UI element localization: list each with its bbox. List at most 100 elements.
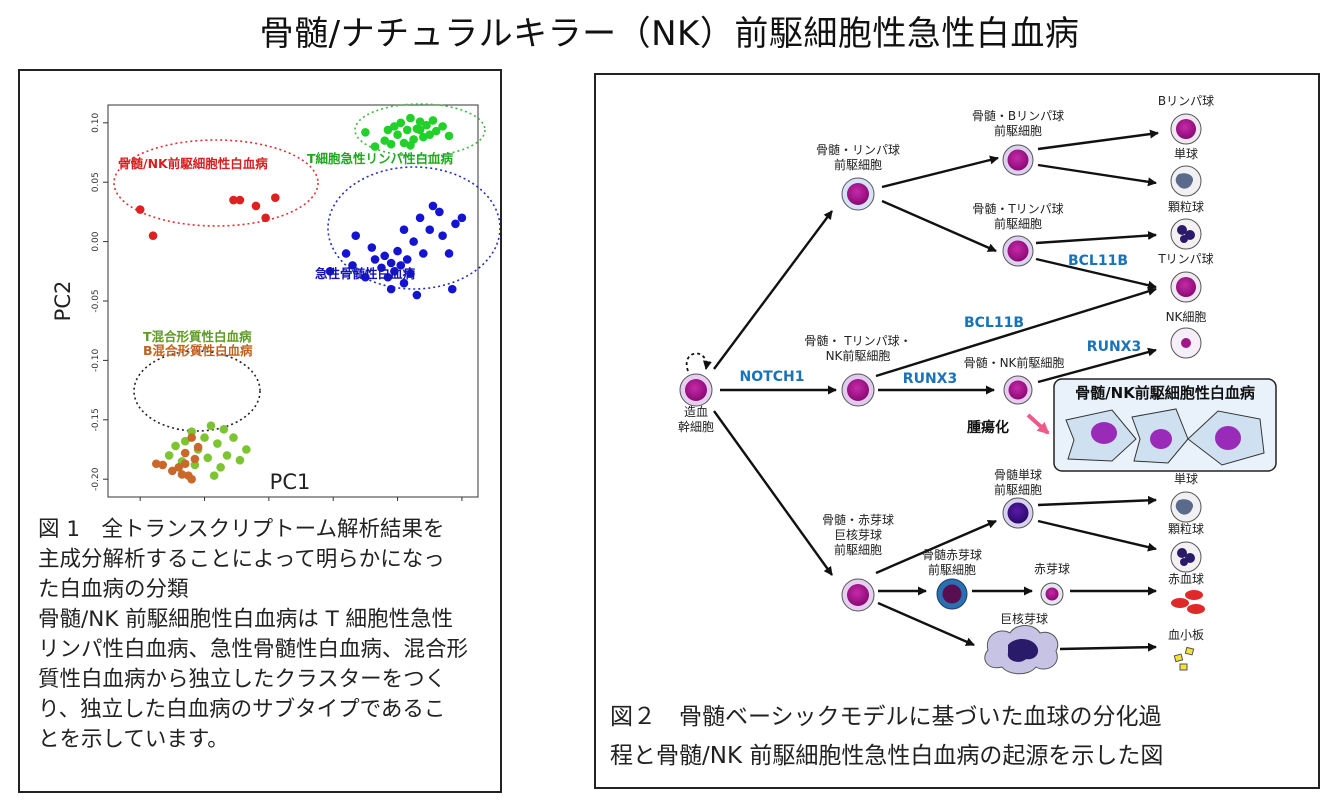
scatter-point — [399, 278, 409, 288]
cell-label-plt: 血小板 — [1168, 628, 1204, 642]
cell-label-mk: 巨核芽球 — [1000, 612, 1048, 626]
scatter-point — [396, 261, 406, 270]
cluster-ellipse-aml — [327, 166, 500, 290]
x-axis-label: PC1 — [270, 470, 311, 494]
arrow — [1035, 231, 1157, 245]
cluster-label-mnk: 骨髄/NK前駆細胞性白血病 — [118, 156, 268, 171]
scatter-point — [402, 255, 412, 264]
arrow — [875, 287, 1157, 378]
scatter-point — [235, 195, 245, 205]
scatter-point — [419, 249, 428, 258]
scatter-point — [180, 448, 190, 458]
arrow — [1037, 129, 1159, 151]
cell-t-lymphocyte — [1170, 271, 1202, 303]
y-tick-label: -0.05 — [91, 289, 101, 312]
scatter-point — [219, 424, 229, 434]
cell-label-b: Bリンパ球 — [1158, 94, 1214, 108]
gene-runx3-a: RUNX3 — [903, 371, 957, 387]
scatter-point — [325, 267, 335, 276]
arrow — [875, 519, 997, 575]
scatter-point — [341, 249, 351, 258]
scatter-point — [177, 470, 187, 479]
figure1-caption-line: た白血病の分類 — [38, 577, 189, 602]
y-tick-label: -0.10 — [91, 348, 101, 372]
scatter-point — [380, 136, 389, 145]
cell-erythrocytes — [1171, 590, 1205, 614]
scatter-point — [390, 122, 399, 131]
scatter-point — [377, 263, 386, 273]
cell-label-hsc: 造血幹細胞 — [678, 405, 714, 434]
cluster-ellipse-mpal — [133, 350, 261, 432]
cell-label-gran2: 顆粒球 — [1168, 521, 1204, 536]
scatter-point — [386, 284, 396, 294]
scatter-point — [406, 141, 415, 150]
cell-granulocyte-2 — [1170, 541, 1202, 573]
scatter-point — [438, 231, 447, 240]
cell-nk — [1170, 327, 1202, 359]
cell-label-mep: 骨髄・赤芽球巨核芽球前駆細胞 — [822, 512, 894, 557]
cell-label-ery: 赤芽球 — [1034, 562, 1070, 576]
scatter-point — [229, 433, 238, 442]
pca-scatter-plot: 0.040.060.080.100.120.140.100.050.00-0.0… — [51, 103, 500, 501]
y-tick-label: 0.05 — [91, 172, 101, 192]
scatter-point — [213, 439, 222, 448]
scatter-point — [386, 258, 396, 268]
scatter-point — [412, 290, 422, 300]
arrow — [881, 155, 999, 189]
scatter-point — [380, 251, 389, 261]
scatter-point — [222, 451, 232, 460]
y-tick-label: 0.10 — [91, 113, 101, 133]
cluster-label-b-mpal: B混合形質性白血病 — [143, 343, 253, 358]
scatter-point — [415, 213, 425, 223]
scatter-point — [393, 130, 402, 139]
gene-notch1: NOTCH1 — [740, 369, 805, 385]
scatter-point — [415, 117, 425, 126]
figure2-caption-line: 図２ 骨髄ベーシックモデルに基づいた血球の分化過 — [610, 704, 1162, 730]
scatter-point — [444, 131, 454, 141]
scatter-point — [422, 120, 431, 130]
scatter-point — [415, 125, 425, 135]
cell-mmp — [1002, 497, 1034, 529]
cell-label-mono2: 単球 — [1174, 472, 1198, 486]
scatter-point — [187, 427, 196, 436]
scatter-point — [351, 231, 361, 240]
figure1-caption-line: 主成分解析することによって明らかになっ — [38, 547, 445, 572]
cell-ery — [1040, 582, 1064, 606]
cluster-ellipse-t-all — [354, 103, 486, 157]
self-renewal-arrow — [685, 352, 712, 372]
scatter-point — [406, 269, 415, 278]
scatter-point — [242, 445, 251, 454]
cell-monocyte-1 — [1170, 165, 1202, 197]
scatter-point — [187, 433, 196, 442]
scatter-point — [402, 125, 412, 135]
y-tick-label: -0.15 — [91, 408, 101, 431]
differentiation-diagram: 骨髄/NK前駆細胞性白血病 造血幹細胞骨髄・リンパ球前駆細胞骨髄・Bリンパ球前駆… — [678, 94, 1277, 675]
scatter-point — [390, 267, 399, 276]
gene-runx3-b: RUNX3 — [1087, 339, 1141, 355]
cell-hsc — [679, 373, 713, 407]
scatter-point — [435, 207, 444, 217]
cell-monocyte-2 — [1170, 491, 1202, 523]
cluster-label-t-all: T細胞急性リンパ性白血病 — [307, 151, 454, 166]
arrow — [713, 410, 833, 576]
cell-label-mono1: 単球 — [1174, 147, 1198, 161]
y-tick-label: 0.00 — [91, 231, 101, 251]
scatter-point — [386, 139, 396, 149]
arrow — [713, 210, 833, 370]
scatter-point — [383, 125, 393, 135]
arrow — [1035, 257, 1157, 290]
scatter-point — [180, 436, 190, 446]
cell-label-t: Tリンパ球 — [1157, 252, 1213, 266]
scatter-point — [135, 205, 145, 214]
tumorigenesis-label: 腫瘍化 — [967, 419, 1009, 436]
scatter-point — [428, 201, 438, 211]
scatter-point — [216, 463, 225, 472]
scatter-point — [399, 225, 409, 235]
scatter-point — [187, 474, 196, 484]
scatter-point — [425, 130, 435, 139]
scatter-point — [348, 261, 357, 270]
cell-mbp — [1002, 144, 1034, 176]
scatter-point — [406, 113, 415, 123]
scatter-point — [171, 441, 180, 451]
arrow — [1037, 519, 1157, 552]
